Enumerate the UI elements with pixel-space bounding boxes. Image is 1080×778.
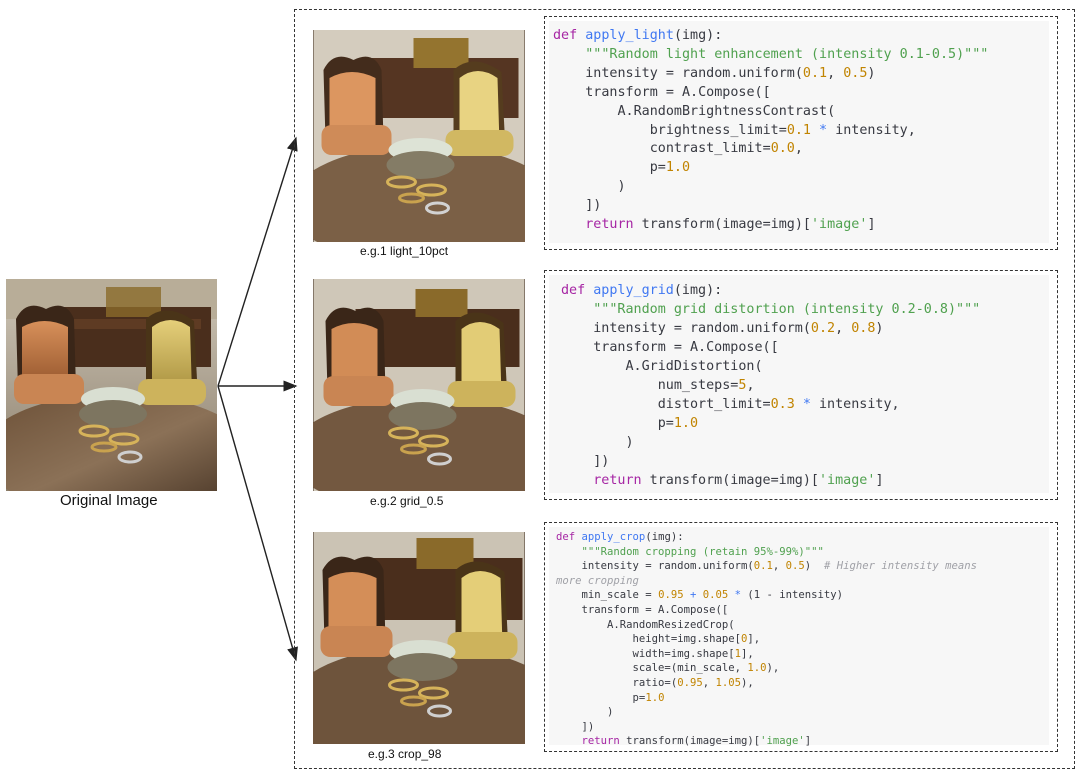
arrow-to-crop xyxy=(217,385,298,662)
example-image-grid xyxy=(313,279,525,491)
code-grid: def apply_grid(img): """Random grid dist… xyxy=(561,283,981,488)
original-image xyxy=(6,279,217,491)
example-image-light xyxy=(313,30,525,242)
arrow-to-light xyxy=(217,136,298,387)
code-box-grid: def apply_grid(img): """Random grid dist… xyxy=(544,270,1058,500)
examples-container xyxy=(294,9,1075,769)
code-light: def apply_light(img): """Random light en… xyxy=(553,28,989,233)
example-image-crop xyxy=(313,532,525,744)
code-crop: def apply_crop(img): """Random cropping … xyxy=(556,531,978,748)
code-box-light: def apply_light(img): """Random light en… xyxy=(544,16,1058,250)
example-caption-crop: e.g.3 crop_98 xyxy=(368,747,442,761)
code-box-crop: def apply_crop(img): """Random cropping … xyxy=(544,522,1058,752)
example-caption-grid: e.g.2 grid_0.5 xyxy=(370,494,444,508)
original-caption: Original Image xyxy=(60,492,158,509)
example-caption-light: e.g.1 light_10pct xyxy=(360,244,449,258)
